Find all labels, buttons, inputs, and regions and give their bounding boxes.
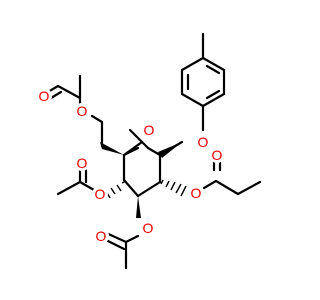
carbon-bond [56,84,82,100]
pyranose-ring [122,128,184,198]
c4-carbonyl-oxygen: O [74,155,90,171]
c6-carbonyl-oxygen: O [36,88,52,104]
c2-carbonyl-oxygen: O [209,147,225,163]
c3-ester-oxygen: O [140,220,156,236]
c6-ester-oxygen-label: O [77,103,88,119]
c2-carbonyl-oxygen-label: O [212,147,223,163]
ester-bond [90,114,104,124]
carbon-bond [56,180,82,196]
wedge-bond [136,196,141,218]
aromatic-bond [180,56,205,72]
ester-bond [124,234,140,244]
wedge-bond [100,142,124,155]
structure-diagram: O O O O O O O O [36,32,262,270]
ring-oxygen-label: O [144,122,155,138]
carbon-bond [214,179,240,196]
ester-bond [78,180,96,192]
ring-bond [128,128,150,150]
wedge-bond [158,142,182,158]
carbonyl-bond [104,238,126,251]
c3-ester-oxygen-label: O [143,220,154,236]
c3-carbonyl-oxygen: O [93,228,109,244]
aromatic-bond [201,92,226,108]
aromatic-double-bond [205,89,221,100]
c6-ester-oxygen: O [74,103,90,119]
carbonyl-bond [49,90,63,100]
ring-oxygen: O [141,122,157,138]
c4-acetate [56,168,96,196]
c2-ester-oxygen-label: O [191,185,202,201]
aromatic-bond [201,56,226,72]
c4-carbonyl-oxygen-label: O [77,155,88,171]
c6-carbonyl-oxygen-label: O [39,88,50,104]
tolyl-group [180,32,226,132]
c2-ester-oxygen: O [188,185,204,201]
ring-bond [122,178,140,198]
c4-ester-oxygen: O [92,186,108,202]
ester-bond [202,179,218,190]
atom-labels: O O O O O O O O [36,88,225,244]
aryl-oxygen: O [195,134,211,150]
c2-acetate [202,158,262,196]
hash-bond [105,180,127,199]
c4-ester-oxygen-label: O [95,186,106,202]
c3-carbonyl-oxygen-label: O [96,228,107,244]
carbon-bond [236,180,262,196]
aromatic-double-bond [205,64,221,75]
aryl-oxygen-label: O [198,134,209,150]
ring-bond [146,146,162,157]
aromatic-bond [180,92,205,108]
hash-bond [160,179,187,197]
ring-bond [122,140,144,157]
c3-acetate [102,230,140,270]
ring-bond [136,180,162,198]
stereo-bonds [100,142,187,218]
